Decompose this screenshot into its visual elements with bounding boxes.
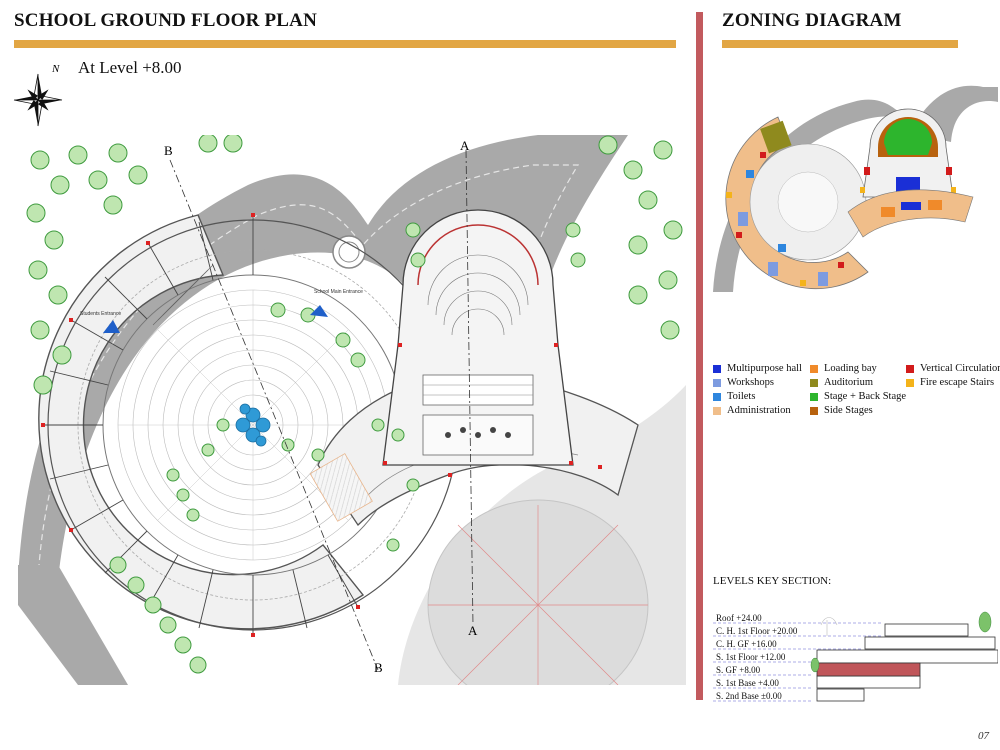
zoning-drawing: [713, 82, 998, 297]
page-number: 07: [978, 730, 989, 742]
level-row-current: S. GF +8.00: [716, 665, 761, 675]
title-underline: [14, 40, 676, 48]
north-label: N: [51, 63, 60, 75]
legend-swatch: [810, 379, 818, 387]
legend-swatch: [906, 379, 914, 387]
section-mark-a-top: A: [460, 138, 470, 153]
level-label: At Level +8.00: [78, 58, 182, 77]
legend-swatch: [713, 379, 721, 387]
level-row: Roof +24.00: [716, 613, 762, 623]
column-divider: [696, 12, 703, 700]
legend-swatch: [810, 365, 818, 373]
legend-swatch: [906, 365, 914, 373]
legend-swatch: [810, 393, 818, 401]
zoning-title: ZONING DIAGRAM: [722, 10, 902, 31]
legend-item: Auditorium: [810, 376, 873, 390]
legend-item: Loading bay: [810, 362, 877, 376]
legend-item: Workshops: [713, 376, 774, 390]
main-entrance-tag: School Main Entrance: [314, 289, 363, 295]
legend-label: Side Stages: [824, 405, 873, 416]
levels-title: LEVELS KEY SECTION:: [713, 575, 832, 587]
floor-plan-drawing: Students Entrance School Main Entrance B…: [18, 135, 686, 685]
legend-label: Auditorium: [824, 377, 873, 388]
legend-label: Fire escape Stairs: [920, 377, 995, 388]
students-entrance-tag: Students Entrance: [80, 311, 121, 317]
plan-title: SCHOOL GROUND FLOOR PLAN: [14, 10, 318, 31]
legend-swatch: [713, 393, 721, 401]
legend-label: Multipurpose hall: [727, 363, 802, 374]
legend-swatch: [713, 365, 721, 373]
level-row: S. 1st Base +4.00: [716, 678, 779, 688]
legend-item: Toilets: [713, 390, 755, 404]
legend-label: Loading bay: [824, 363, 877, 374]
legend-item: Administration: [713, 404, 791, 418]
legend-swatch: [810, 407, 818, 415]
section-mark-b-bottom: B: [374, 660, 383, 675]
north-arrow-icon: N: [12, 60, 68, 128]
levels-section: Roof +24.00 C. H. 1st Floor +20.00 C. H.…: [713, 610, 998, 710]
zoning-underline: [722, 40, 958, 48]
legend-label: Vertical Circulation: [920, 363, 1000, 374]
legend-label: Workshops: [727, 377, 774, 388]
level-row: C. H. GF +16.00: [716, 639, 777, 649]
legend-label: Administration: [727, 405, 791, 416]
legend-item: Multipurpose hall: [713, 362, 802, 376]
section-mark-b-top: B: [164, 143, 173, 158]
legend-item: Stage + Back Stage: [810, 390, 906, 404]
legend-label: Toilets: [727, 391, 756, 402]
level-row: S. 2nd Base ±0.00: [716, 691, 782, 701]
legend-item: Fire escape Stairs: [906, 376, 994, 390]
legend-item: Side Stages: [810, 404, 873, 418]
zoning-legend: Multipurpose hall Workshops Toilets Admi…: [713, 362, 1000, 422]
legend-item: Vertical Circulation: [906, 362, 1000, 376]
legend-label: Stage + Back Stage: [824, 391, 907, 402]
level-row: S. 1st Floor +12.00: [716, 652, 786, 662]
section-mark-a-bottom: A: [468, 623, 478, 638]
level-row: C. H. 1st Floor +20.00: [716, 626, 798, 636]
legend-swatch: [713, 407, 721, 415]
